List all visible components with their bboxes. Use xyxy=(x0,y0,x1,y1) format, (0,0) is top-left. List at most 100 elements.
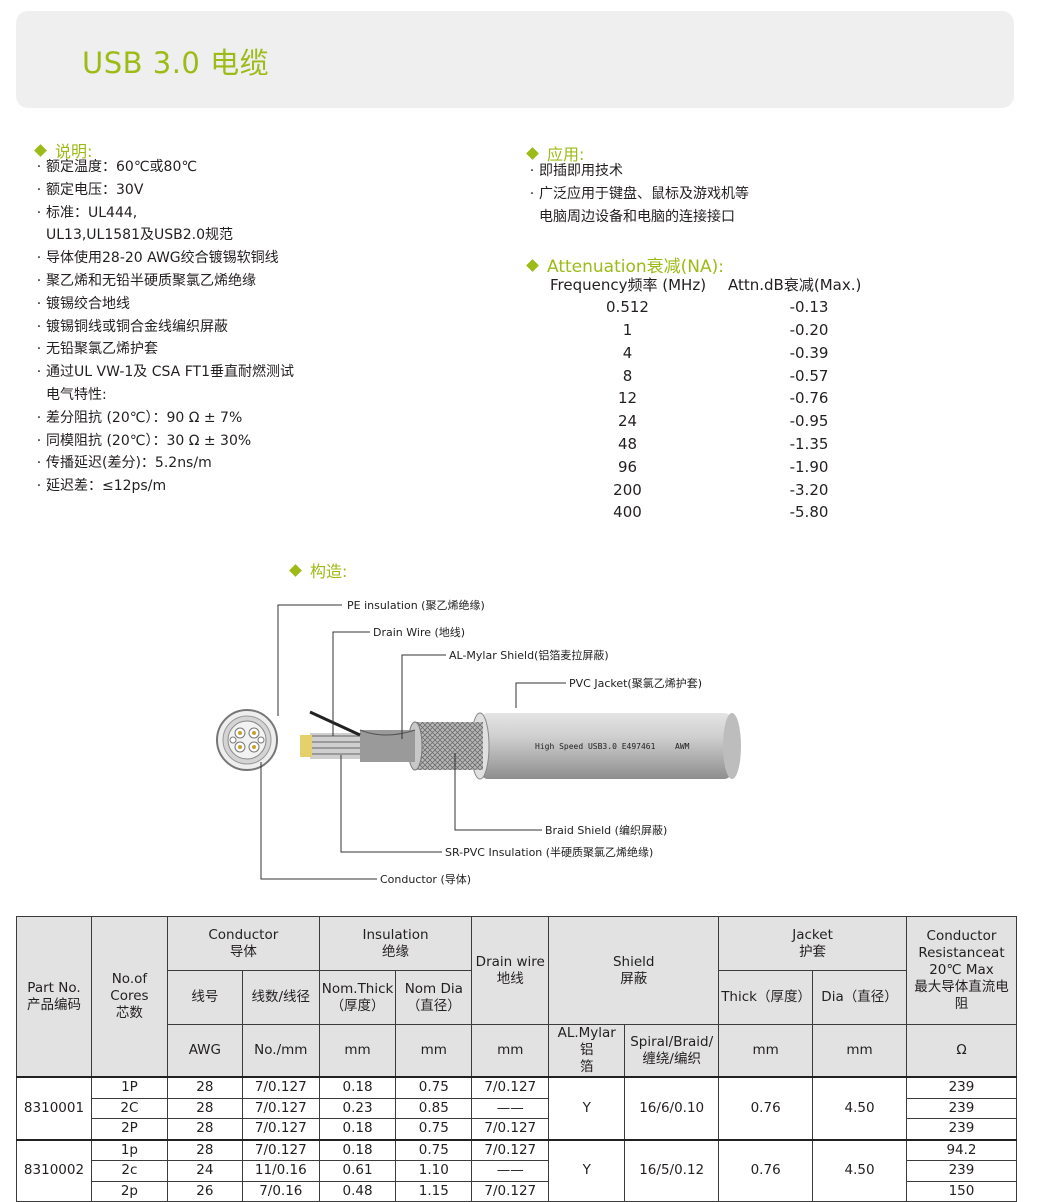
col-frequency: Frequency频率 (MHz) xyxy=(550,275,707,294)
header-cores: No.of Cores 芯数 xyxy=(90,916,168,1078)
frequency-value: 200 xyxy=(613,480,642,499)
frequency-value: 1 xyxy=(622,320,633,339)
attenuation-table: Frequency频率 (MHz) Attn.dB衰减(Max.) 0.512-… xyxy=(545,273,908,524)
frequency-value: 96 xyxy=(617,457,638,476)
frequency-value: 4 xyxy=(622,343,633,362)
strand: 7/0.127 xyxy=(241,1097,320,1119)
label-braid-shield: Braid Shield (编织屏蔽) xyxy=(545,823,667,837)
label-mylar-shield: AL-Mylar Shield(铝箔麦拉屏蔽) xyxy=(449,648,609,662)
attenuation-value: -1.90 xyxy=(789,457,829,476)
drain-wire: 7/0.127 xyxy=(471,1118,550,1140)
header-shield: Shield 屏蔽 xyxy=(548,916,720,1025)
label-drain-wire: Drain Wire (地线) xyxy=(373,625,465,639)
cores: 1P xyxy=(90,1076,168,1099)
frequency-value: 8 xyxy=(622,366,633,385)
list-item: ·广泛应用于键盘、鼠标及游戏机等 xyxy=(529,185,749,202)
awg: 28 xyxy=(166,1139,243,1161)
strand: 7/0.16 xyxy=(241,1180,320,1202)
attenuation-heading: Attenuation衰减(NA): xyxy=(526,252,724,277)
table-row: 4 -0.39 xyxy=(545,341,908,364)
part-number: 8310001 xyxy=(16,1076,92,1140)
spiral-braid: 16/5/0.12 xyxy=(624,1139,720,1202)
table-row: 1-0.20 xyxy=(545,319,908,342)
label-conductor: Conductor (导体) xyxy=(380,872,471,886)
awg: 28 xyxy=(166,1118,243,1140)
header-jacket: Jacket 护套 xyxy=(718,916,907,971)
cable-side-view: High Speed USB3.0 E497461 AWM xyxy=(300,710,741,780)
unit-no-mm: No./mm xyxy=(241,1024,320,1078)
diamond-bullet-icon xyxy=(526,259,539,272)
diamond-bullet-icon xyxy=(526,147,539,160)
frequency-value: 48 xyxy=(617,434,638,453)
attenuation-value: -0.13 xyxy=(789,298,829,317)
list-item: ·差分阻抗 (20℃）：90 Ω ± 7% xyxy=(36,409,243,426)
attenuation-value: -5.80 xyxy=(789,503,829,522)
nom-dia: 1.15 xyxy=(395,1180,473,1202)
drain-wire: —— xyxy=(471,1097,550,1119)
attenuation-value: -0.57 xyxy=(789,366,829,385)
list-item: ·延迟差：≤12ps/m xyxy=(36,478,167,495)
jacket-dia: 4.50 xyxy=(812,1139,907,1202)
list-item: ·镀锡绞合地线 xyxy=(36,295,130,312)
cable-construction-diagram: High Speed USB3.0 E497461 AWM PE insulat… xyxy=(216,598,741,886)
diamond-bullet-icon xyxy=(34,144,47,157)
cores: 2P xyxy=(90,1118,168,1140)
list-item: ·额定电压：30V xyxy=(36,181,144,198)
jacket-thick: 0.76 xyxy=(718,1076,814,1140)
header-thick: Thick（厚度） xyxy=(718,970,814,1025)
header-insulation: Insulation 绝缘 xyxy=(318,916,473,971)
cores: 2C xyxy=(90,1097,168,1119)
list-item: 电气特性: xyxy=(46,386,107,403)
strand: 11/0.16 xyxy=(241,1160,320,1182)
table-row: 48-1.35 xyxy=(545,433,908,456)
unit-mm: mm xyxy=(318,1024,397,1078)
nom-dia: 0.75 xyxy=(395,1076,473,1099)
drain-wire: 7/0.127 xyxy=(471,1139,550,1161)
cable-print-text: High Speed USB3.0 E497461 xyxy=(535,742,656,751)
label-pvc-jacket: PVC Jacket(聚氯乙烯护套) xyxy=(569,676,702,690)
list-item: ·即插即用技术 xyxy=(529,163,623,179)
header-nom-thick: Nom.Thick （厚度） xyxy=(318,970,397,1025)
attenuation-value: -0.39 xyxy=(789,343,829,362)
application-list: ·即插即用技术 ·广泛应用于键盘、鼠标及游戏机等 电脑周边设备和电脑的连接接口 xyxy=(525,160,749,228)
spec-table: Part No. 产品编码 No.of Cores 芯数 Conductor 导… xyxy=(16,916,1018,1202)
nom-thick: 0.61 xyxy=(318,1160,397,1182)
strand: 7/0.127 xyxy=(241,1118,320,1140)
list-item: 电脑周边设备和电脑的连接接口 xyxy=(539,208,735,225)
unit-mm: mm xyxy=(812,1024,907,1078)
cores: 2p xyxy=(90,1180,168,1202)
jacket-thick: 0.76 xyxy=(718,1139,814,1202)
nom-thick: 0.18 xyxy=(318,1139,397,1161)
drain-wire: 7/0.127 xyxy=(471,1180,550,1202)
drain-wire: —— xyxy=(471,1160,550,1182)
resistance: 94.2 xyxy=(905,1139,1018,1161)
list-item: ·额定温度：60℃或80℃ xyxy=(36,159,198,175)
table-row: 200 -3.20 xyxy=(545,478,908,501)
table-row: 8 -0.57 xyxy=(545,364,908,387)
list-item: UL13,UL1581及USB2.0规范 xyxy=(46,227,233,244)
attenuation-value: -3.20 xyxy=(789,480,829,499)
nom-thick: 0.18 xyxy=(318,1118,397,1140)
cable-print-awm: AWM xyxy=(675,742,690,751)
diamond-bullet-icon xyxy=(289,564,302,577)
awg: 24 xyxy=(166,1160,243,1182)
page-title: USB 3.0 电缆 xyxy=(82,46,270,80)
header-nom-dia: Nom Dia （直径） xyxy=(395,970,473,1025)
cores: 2c xyxy=(90,1160,168,1182)
jacket-dia: 4.50 xyxy=(812,1076,907,1140)
part-number: 8310002 xyxy=(16,1139,92,1202)
table-row: 24-0.95 xyxy=(545,410,908,433)
description-heading: 说明: xyxy=(34,138,92,162)
nom-dia: 0.75 xyxy=(395,1118,473,1140)
header-conductor: Conductor 导体 xyxy=(166,916,320,971)
awg: 28 xyxy=(166,1076,243,1099)
spiral-braid: 16/6/0.10 xyxy=(624,1076,720,1140)
table-row: 400-5.80 xyxy=(545,501,908,524)
resistance: 239 xyxy=(905,1097,1018,1119)
table-row: 0.512-0.13 xyxy=(545,296,908,319)
awg: 26 xyxy=(166,1180,243,1202)
